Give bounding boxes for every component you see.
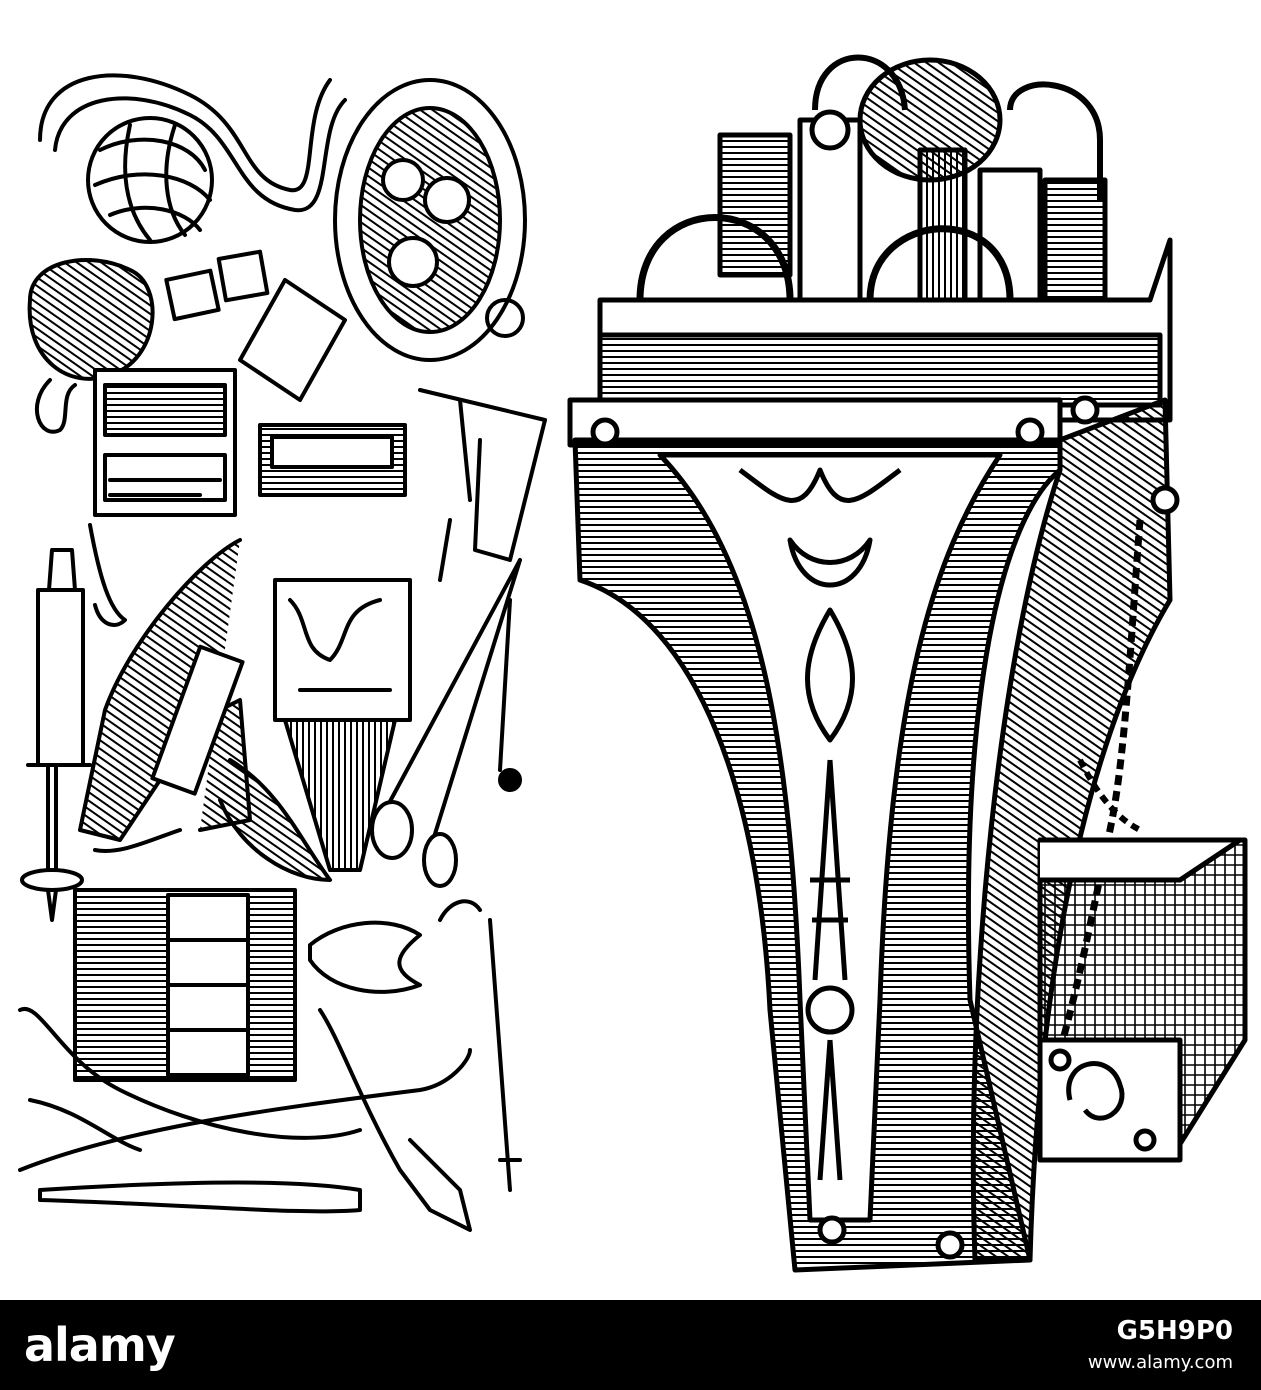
- probe: [438, 899, 522, 1192]
- image-id: G5H9P0: [1116, 1316, 1233, 1346]
- syringe: [20, 548, 92, 922]
- sponge: [27, 258, 155, 381]
- pear-bulb: [308, 920, 422, 994]
- thread-ball: [86, 116, 214, 244]
- watermark-bar: alamy G5H9P0 www.alamy.com: [0, 1300, 1261, 1390]
- round-box: [333, 78, 527, 362]
- alamy-logo: alamy: [24, 1318, 176, 1372]
- chain: [1056, 519, 1144, 1051]
- instrument-holster: [218, 423, 412, 882]
- website-url: www.alamy.com: [1087, 1352, 1233, 1373]
- basket-box: [1037, 837, 1248, 1163]
- bandage-ribbon: [38, 73, 332, 193]
- woodcut-illustration: [18, 54, 1248, 1273]
- forceps: [370, 388, 547, 888]
- pincers: [18, 1006, 472, 1232]
- instrument-case: [567, 54, 1248, 1273]
- saw-frame: [78, 538, 252, 853]
- small-case: [88, 368, 237, 627]
- pocket-case: [73, 888, 297, 1082]
